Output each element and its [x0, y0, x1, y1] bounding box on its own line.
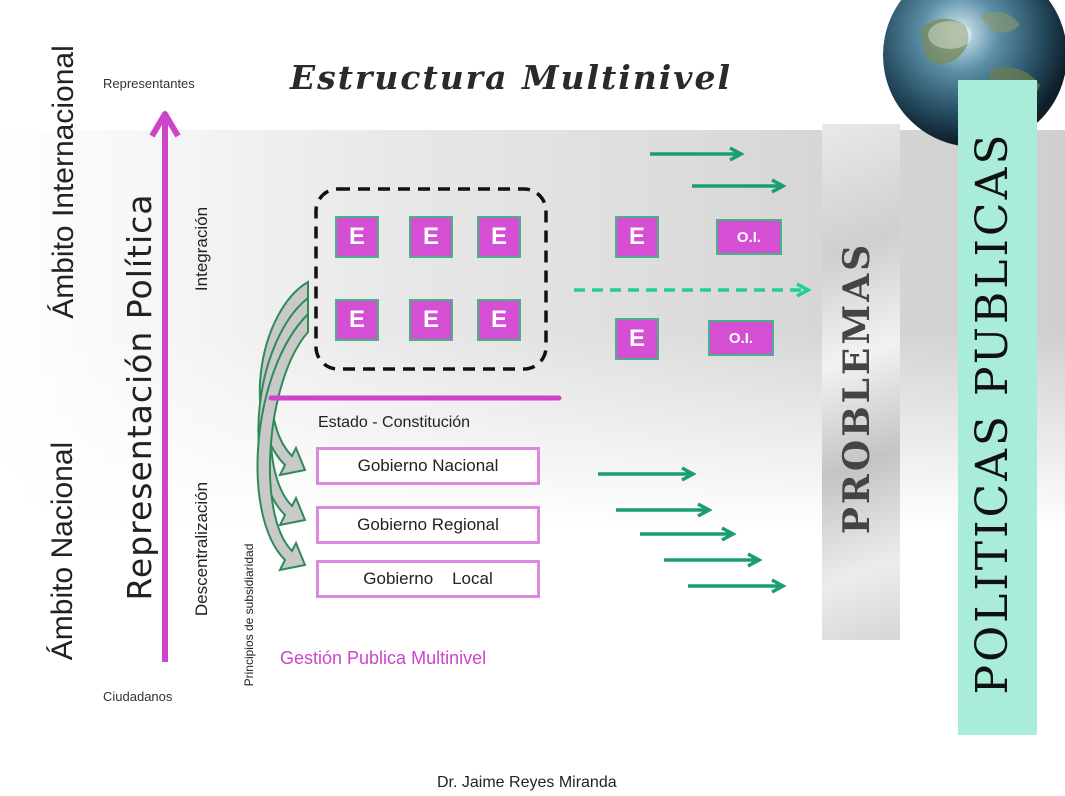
ambito-nacional-label: Ámbito Nacional [46, 441, 79, 661]
integracion-label: Integración [192, 206, 211, 292]
oi-box-bottom: O.I. [708, 320, 774, 356]
state-box-2: E [409, 216, 453, 258]
globe-icon [883, 0, 1065, 147]
problemas-panel [822, 124, 900, 640]
gobierno-regional-box: Gobierno Regional [316, 506, 540, 544]
arrow-4-head [697, 502, 713, 518]
state-box-5: E [409, 299, 453, 341]
politicas-publicas-panel [958, 80, 1037, 735]
arrow-7-head [771, 578, 787, 594]
state-box-1: E [335, 216, 379, 258]
representantes-label: Representantes [103, 76, 195, 91]
arrow-3-head [681, 466, 697, 482]
external-state-top: E [615, 216, 659, 258]
dashed-arrow-head [796, 282, 812, 298]
external-state-bottom: E [615, 318, 659, 360]
gestion-publica-label: Gestión Publica Multinivel [280, 648, 487, 668]
footer-author: Dr. Jaime Reyes Miranda [437, 774, 617, 791]
politicas-publicas-label: POLITICAS PUBLICAS [967, 131, 1018, 695]
state-box-4: E [335, 299, 379, 341]
ciudadanos-label: Ciudadanos [103, 689, 173, 704]
page-title: Estructura Multinivel [290, 58, 733, 97]
representation-axis-arrow [149, 111, 181, 662]
arrow-6-head [747, 552, 763, 568]
subsidiarity-arrows [256, 280, 309, 572]
oi-box-top: O.I. [716, 219, 782, 255]
states-group-box [314, 187, 548, 371]
problem-arrows [574, 146, 812, 594]
state-box-6: E [477, 299, 521, 341]
arrow-1-head [729, 146, 745, 162]
estado-constitucion-label: Estado - Constitución [318, 414, 471, 431]
arrow-5-head [721, 526, 737, 542]
ambito-internacional-label: Ámbito Internacional [47, 45, 80, 319]
representacion-politica-label: Representación Política [120, 193, 159, 601]
gobierno-local-box: Gobierno Local [316, 560, 540, 598]
gobierno-nacional-box: Gobierno Nacional [316, 447, 540, 485]
state-box-3: E [477, 216, 521, 258]
descentralizacion-label: Descentralización [192, 481, 211, 617]
arrow-2-head [771, 178, 787, 194]
estado-separator-line [268, 395, 562, 401]
problemas-label: PROBLEMAS [836, 241, 878, 535]
